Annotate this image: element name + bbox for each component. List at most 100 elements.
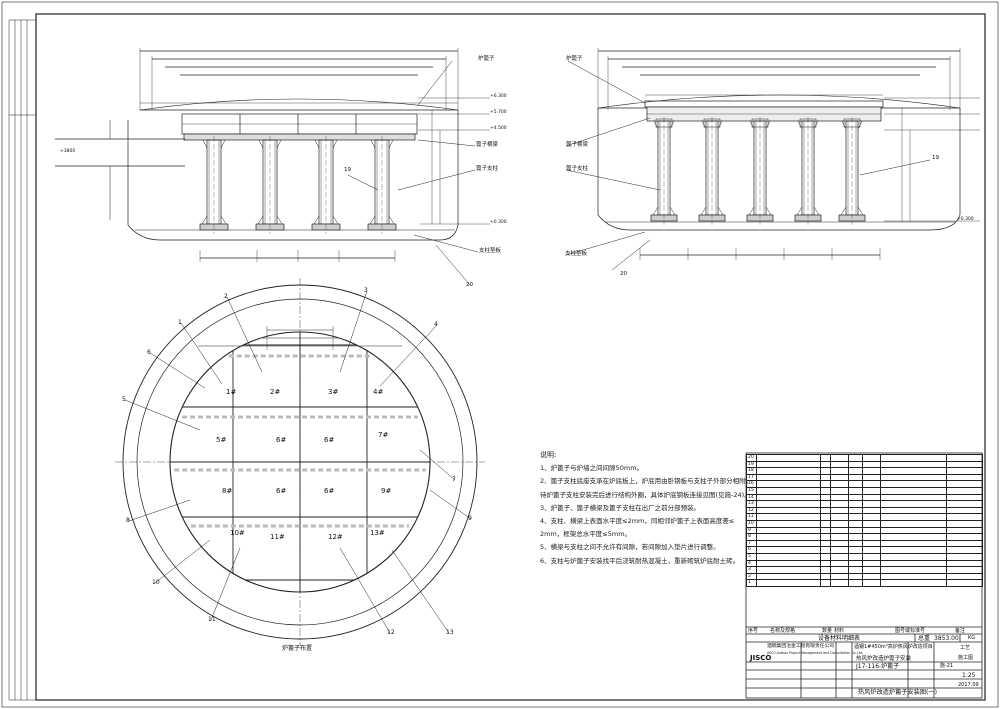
label-column-right: 篦子支柱 xyxy=(566,166,589,172)
bom-cell xyxy=(756,460,821,469)
bom-cell xyxy=(756,566,821,574)
bom-cell xyxy=(862,579,881,587)
bom-cell xyxy=(820,486,831,495)
plan-callout-number: 1 xyxy=(178,319,182,326)
label-grate-left: 炉篦子 xyxy=(478,56,495,62)
bom-cell xyxy=(946,454,983,462)
bom-cell xyxy=(756,539,821,548)
bom-row: 17 xyxy=(746,473,983,482)
bom-cell xyxy=(880,533,947,541)
bom-row: 6 xyxy=(746,546,983,554)
plan-part-label: 12# xyxy=(328,533,343,541)
bom-cell xyxy=(848,572,863,581)
grate-column xyxy=(255,136,285,234)
bom-cell xyxy=(756,526,821,535)
bom-row: 13 xyxy=(746,500,983,508)
bom-cell xyxy=(848,486,863,495)
bom-cell xyxy=(946,533,983,541)
bom-cell xyxy=(820,473,831,482)
label-grate-right: 炉篦子 xyxy=(566,56,583,62)
bom-cell xyxy=(862,513,881,521)
bom-cell xyxy=(830,486,849,495)
bom-cell xyxy=(880,519,947,528)
bom-cell xyxy=(946,486,983,495)
bom-header-ref: 图号或标准号 xyxy=(895,628,926,634)
bom-cell xyxy=(946,460,983,469)
notes-line: 4、支柱、横梁上表面水平度≤2mm，同相邻炉篦子上表面高度差≤ xyxy=(540,517,735,526)
notes-line: 1、炉篦子与炉墙之间间隙50mm。 xyxy=(540,464,644,473)
bom-cell: 13 xyxy=(746,500,757,508)
drawing-title: 热风炉改造炉篦子安装图(一) xyxy=(858,689,938,696)
bom-cell: 4 xyxy=(746,559,757,568)
bom-cell: 16 xyxy=(746,480,757,488)
bom-cell xyxy=(946,559,983,568)
bom-cell xyxy=(848,460,863,469)
bom-cell xyxy=(848,533,863,541)
specialty: 工艺 xyxy=(960,645,971,651)
bom-cell xyxy=(880,480,947,488)
bom-cell xyxy=(848,493,863,502)
bom-cell xyxy=(946,519,983,528)
bom-cell xyxy=(820,572,831,581)
company-name-en: JISCO Jiuzhou Project Management and Con… xyxy=(767,651,864,655)
bom-row: 9 xyxy=(746,526,983,535)
bom-cell xyxy=(830,526,849,535)
plan-part-label: 6# xyxy=(324,436,335,444)
notes-line: 2mm，框架总水平度≤5mm。 xyxy=(540,530,632,539)
bom-cell xyxy=(756,467,821,475)
bom-cell xyxy=(830,467,849,475)
elev-mark: +0.300 xyxy=(957,217,974,222)
elev-mark: +5.700 xyxy=(490,110,507,115)
tag-20-right: 20 xyxy=(620,271,627,277)
project-name: 酒钢1#450m³高炉热风炉改造项目 xyxy=(854,644,933,650)
bom-cell xyxy=(862,486,881,495)
bom-cell xyxy=(830,454,849,462)
plan-part-label: 9# xyxy=(381,487,392,495)
bom-cell: 18 xyxy=(746,467,757,475)
label-pad-right: 支柱垫板 xyxy=(565,251,588,257)
bom-cell xyxy=(756,579,821,587)
bom-header-qty: 数量 xyxy=(822,628,833,634)
bom-cell xyxy=(820,513,831,521)
bom-cell xyxy=(830,539,849,548)
bom-cell xyxy=(820,552,831,561)
bom-cell xyxy=(862,454,881,462)
bom-cell xyxy=(820,546,831,554)
tag-19-left: 19 xyxy=(344,167,351,173)
bom-cell xyxy=(862,539,881,548)
plan-part-label: 5# xyxy=(216,436,227,444)
plan-part-label: 3# xyxy=(328,388,339,396)
bom-cell: 8 xyxy=(746,533,757,541)
grate-column xyxy=(650,117,678,225)
bom-cell: 12 xyxy=(746,506,757,515)
bom-row: 7 xyxy=(746,539,983,548)
bom-cell xyxy=(946,473,983,482)
bom-cell xyxy=(820,566,831,574)
company-logo: JISCO xyxy=(750,654,772,662)
bom-cell xyxy=(848,539,863,548)
plan-callout-number: 10 xyxy=(152,579,160,586)
bom-cell xyxy=(880,500,947,508)
notes-line: 3、炉篦子、篦子横梁及篦子支柱在出厂之前分部预装。 xyxy=(540,503,701,512)
bom-cell xyxy=(830,500,849,508)
bom-cell xyxy=(880,526,947,535)
bom-cell xyxy=(756,552,821,561)
bom-cell xyxy=(880,460,947,469)
bom-header-name: 名称及规格 xyxy=(770,628,796,634)
bom-cell xyxy=(820,454,831,462)
bom-cell: 1 xyxy=(746,579,757,587)
bom-cell xyxy=(830,572,849,581)
plan-part-label: 6# xyxy=(276,487,287,495)
bom-cell xyxy=(820,539,831,548)
bom-row: 14 xyxy=(746,493,983,502)
bom-cell: 17 xyxy=(746,473,757,482)
plan-callout-number: 9 xyxy=(468,515,472,522)
bom-cell xyxy=(756,454,821,462)
bom-unit: KG xyxy=(968,635,976,641)
bom-cell xyxy=(946,493,983,502)
bom-cell xyxy=(756,559,821,568)
bom-cell xyxy=(756,572,821,581)
grate-column xyxy=(311,136,341,234)
bom-cell xyxy=(848,546,863,554)
bom-cell xyxy=(946,552,983,561)
